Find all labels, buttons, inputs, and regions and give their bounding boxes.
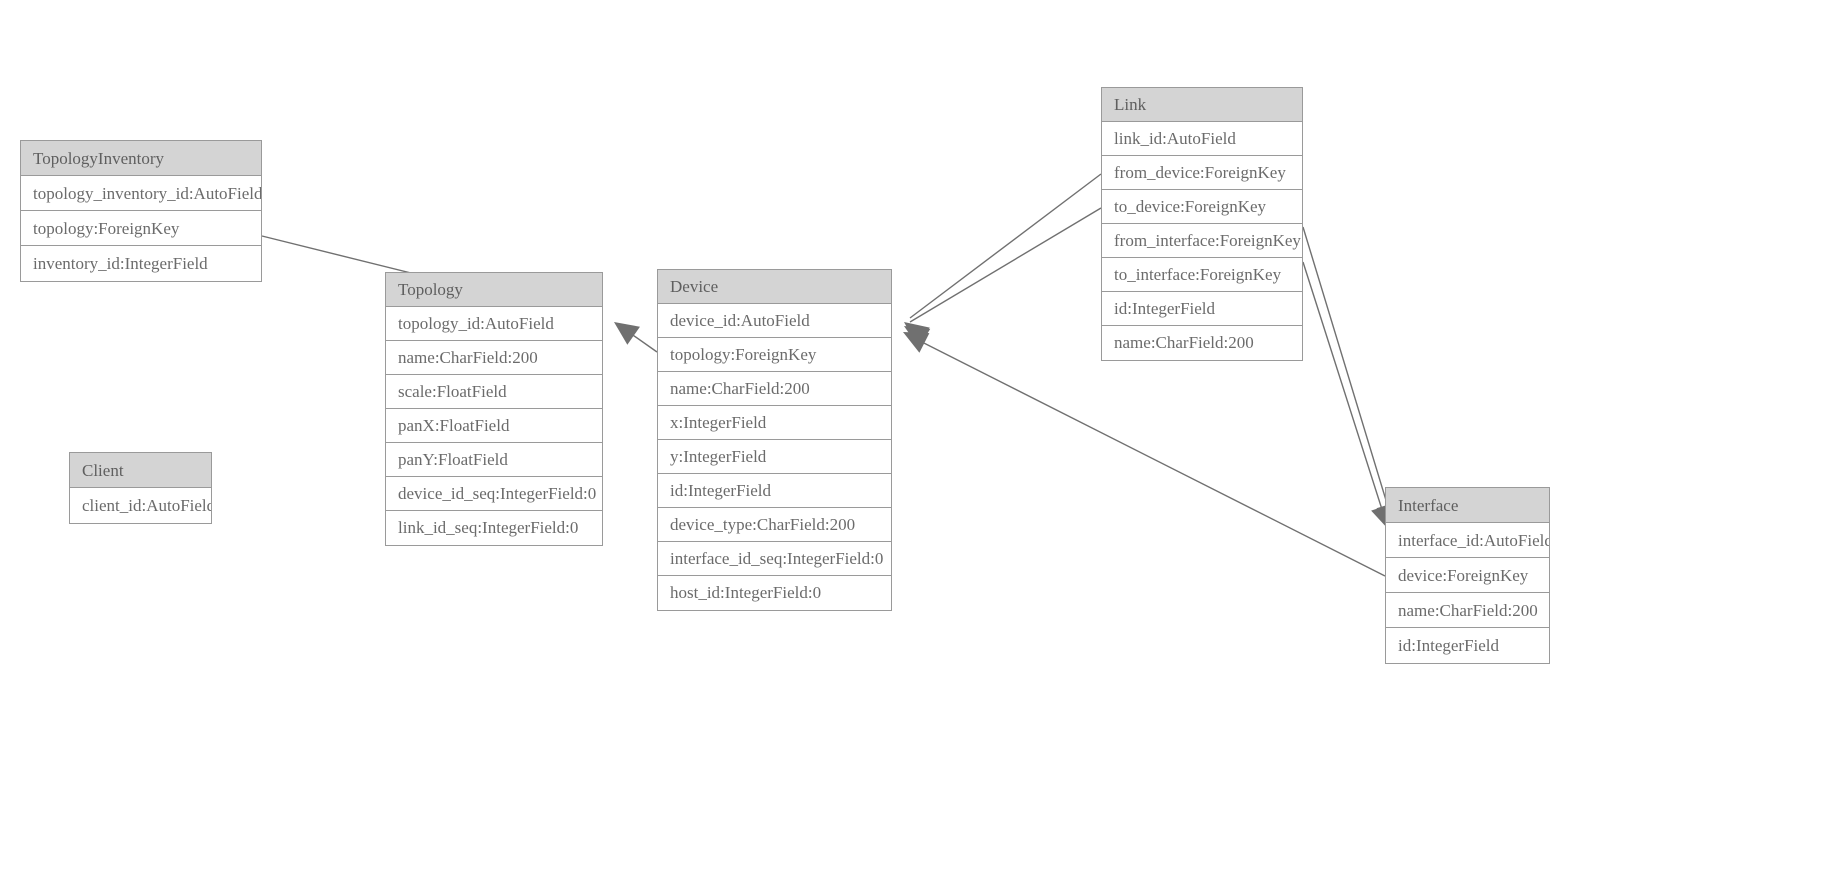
relationship-link-to-device (904, 207, 1102, 348)
field-row: name:CharField:200 (1114, 333, 1254, 352)
entity-title-topology_inventory: TopologyInventory (21, 141, 261, 176)
arrowhead (614, 322, 640, 345)
entity-title-link: Link (1102, 88, 1302, 122)
entity-title-topology: Topology (386, 273, 602, 307)
field-row: panY:FloatField (386, 443, 602, 477)
field-row: link_id_seq:IntegerField:0 (398, 518, 579, 537)
field-row: interface_id_seq:IntegerField:0 (658, 542, 891, 576)
field-row: id:IntegerField (658, 474, 891, 508)
field-row: panX:FloatField (386, 409, 602, 443)
field-row: name:CharField:200 (1386, 593, 1549, 628)
entity-title-interface: Interface (1386, 488, 1549, 523)
field-row: device:ForeignKey (1386, 558, 1549, 593)
arrowhead (904, 322, 930, 346)
field-row: name:CharField:200 (386, 341, 602, 375)
field-row: from_device:ForeignKey (1102, 156, 1302, 190)
field-row: from_interface:ForeignKey (1102, 224, 1302, 258)
field-row: scale:FloatField (386, 375, 602, 409)
field-row: topology:ForeignKey (21, 211, 261, 246)
field-row: id:IntegerField (1102, 292, 1302, 326)
field-row: device_id:AutoField (658, 304, 891, 338)
field-row: name:CharField:200 (658, 372, 891, 406)
field-row: id:IntegerField (1398, 636, 1500, 655)
relationship-link-from-interface (1302, 226, 1398, 528)
field-row: y:IntegerField (658, 440, 891, 474)
relationship-device-topology (614, 322, 658, 353)
field-row: device_id_seq:IntegerField:0 (386, 477, 602, 511)
field-row: to_device:ForeignKey (1102, 190, 1302, 224)
field-row: inventory_id:IntegerField (33, 254, 208, 273)
arrowhead (904, 326, 931, 348)
field-row: topology_inventory_id:AutoField (21, 176, 261, 211)
field-row: device_type:CharField:200 (658, 508, 891, 542)
field-row: topology:ForeignKey (658, 338, 891, 372)
field-row: x:IntegerField (658, 406, 891, 440)
entity-title-client: Client (70, 453, 211, 488)
arrowhead (903, 332, 930, 353)
field-row: link_id:AutoField (1102, 122, 1302, 156)
field-row: topology_id:AutoField (386, 307, 602, 341)
field-row: to_interface:ForeignKey (1102, 258, 1302, 292)
field-row: interface_id:AutoField (1386, 523, 1549, 558)
field-row: client_id:AutoField (82, 496, 211, 515)
entity-title-device: Device (658, 270, 891, 304)
entity-client[interactable]: Client client_id:AutoField (69, 452, 212, 524)
relationship-link-from-device (904, 173, 1102, 346)
field-row: host_id:IntegerField:0 (670, 583, 822, 602)
